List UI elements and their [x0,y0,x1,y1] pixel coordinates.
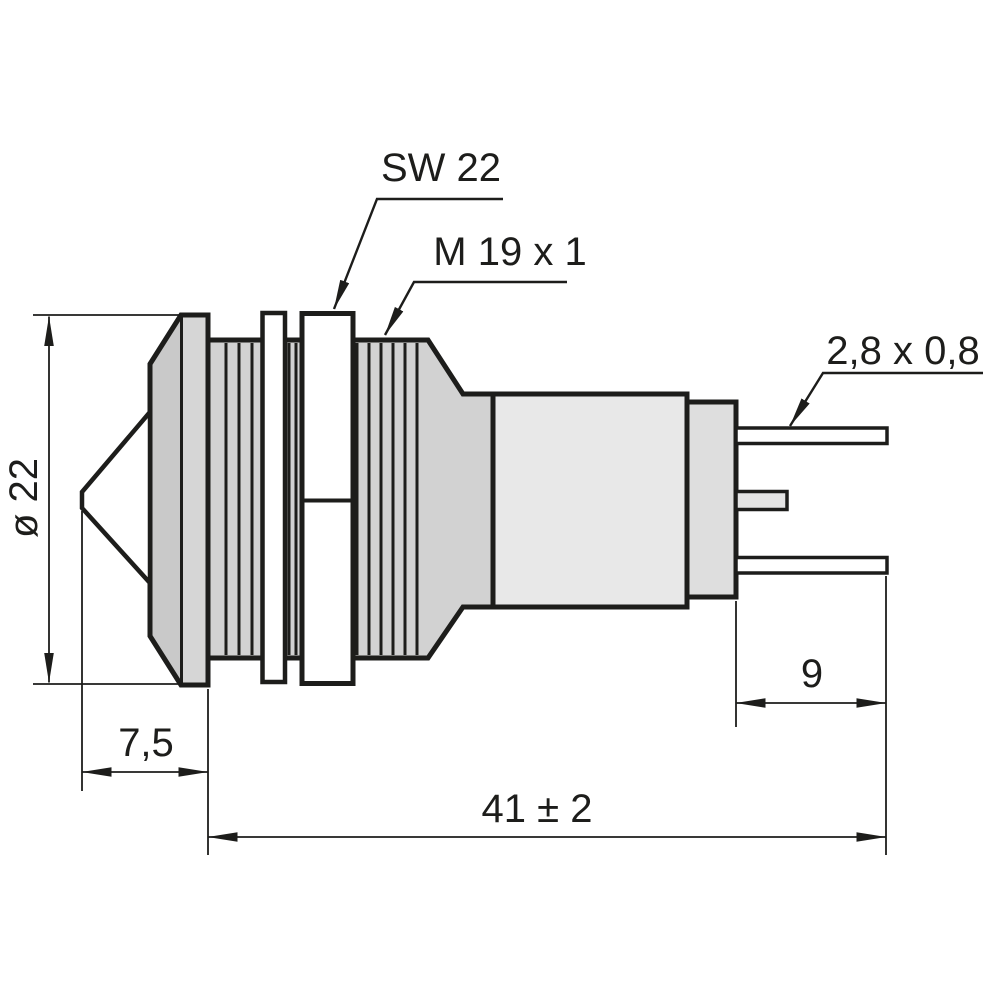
hex-nut [299,311,356,686]
terminal-pin-top [734,426,889,446]
washer [260,310,288,685]
rear-housing [490,391,690,610]
terminal-pin-bottom [734,555,889,575]
leader-line [332,197,503,310]
terminal-pin-middle [734,489,789,512]
dim-bezel-depth: 7,5 [81,511,209,855]
callout-label-wrench-size: SW 22 [381,146,501,190]
dim-label-terminal-length: 9 [801,652,823,696]
dim-label-bezel-depth: 7,5 [118,721,174,765]
dim-front-diameter: ø 22 [2,314,206,685]
front-bezel [147,312,211,688]
thread-rib-lines [224,343,419,655]
leader-line [788,371,983,427]
callout-terminal-size: 2,8 x 0,8 [788,329,983,427]
lens-cone [79,405,153,589]
dim-overall-length: 41 ± 2 [207,787,887,842]
leader-line [383,280,567,336]
dim-label-front-diameter: ø 22 [2,458,46,538]
callout-thread-spec: M 19 x 1 [383,230,587,336]
callout-wrench-size: SW 22 [332,146,503,310]
bezel-front-band [150,315,181,685]
callout-label-terminal-size: 2,8 x 0,8 [826,329,979,373]
callout-label-thread-spec: M 19 x 1 [433,230,586,274]
end-cap [684,399,739,600]
dim-label-overall-length: 41 ± 2 [482,787,593,831]
dim-terminal-length: 9 [735,576,887,855]
